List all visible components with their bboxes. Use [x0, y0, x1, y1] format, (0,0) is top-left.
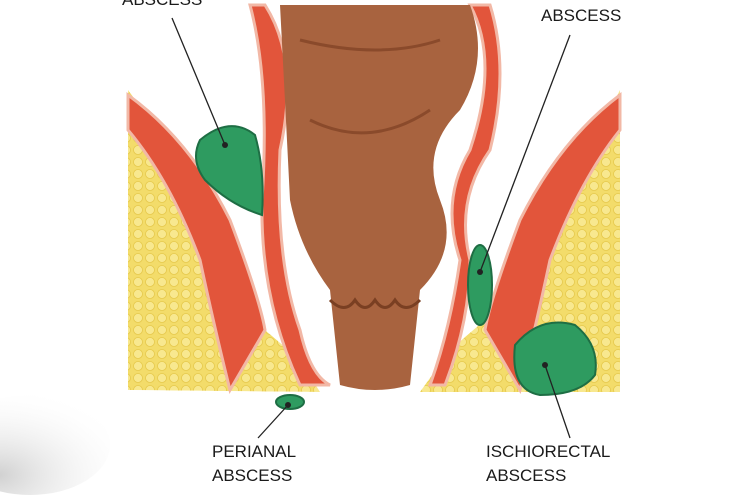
background-shadow	[0, 395, 110, 495]
leader-line-top-left	[171, 17, 226, 146]
skin-surface	[128, 390, 620, 500]
right-external-sphincter	[483, 91, 622, 394]
label-perianal-line2: ABSCESS	[212, 466, 293, 485]
label-ischiorectal-line1: ISCHIORECTAL	[486, 442, 611, 461]
label-ischiorectal: ISCHIORECTAL ABSCESS	[486, 440, 610, 488]
intersphincteric-abscess	[467, 244, 493, 326]
leader-dot	[542, 362, 548, 368]
right-fat-tissue	[420, 90, 620, 392]
leader-dot	[477, 269, 483, 275]
leader-line-ischiorectal	[544, 364, 571, 439]
label-top-right: ABSCESS	[541, 6, 622, 25]
right-rectal-wall	[427, 3, 502, 387]
label-ischiorectal-line2: ABSCESS	[486, 466, 567, 485]
leader-dot	[285, 402, 291, 408]
leader-line-perianal	[257, 404, 289, 439]
left-rectal-wall	[248, 3, 331, 387]
label-perianal: PERIANAL ABSCESS	[212, 440, 296, 488]
perianal-abscess	[275, 394, 305, 410]
rectum	[280, 5, 478, 390]
ischiorectal-abscess	[513, 321, 597, 397]
leader-dot	[222, 142, 228, 148]
anal-columns	[328, 297, 422, 309]
rectal-folds	[299, 38, 441, 135]
label-top-left: ABSCESS	[122, 0, 202, 12]
left-fat-tissue	[128, 90, 320, 392]
supralevator-abscess	[195, 125, 264, 217]
leader-line-top-right	[479, 34, 571, 273]
label-perianal-line1: PERIANAL	[212, 442, 297, 461]
